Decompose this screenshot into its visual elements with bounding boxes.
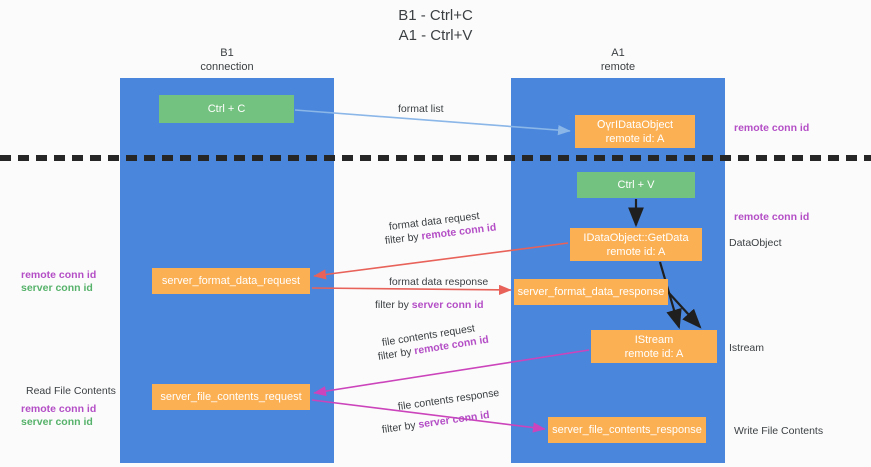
node-server-file-contents-response[interactable]: server_file_contents_response [548, 417, 706, 443]
filter-key: server conn id [411, 299, 484, 311]
node-istream-line1: IStream [634, 333, 674, 346]
node-getdata-line2: remote id: A [606, 245, 666, 258]
column-header-b1-name: B1 [220, 47, 234, 59]
filter-key: server conn id [417, 408, 491, 431]
node-idataobject-line1: ՕүгІDataObject [596, 118, 674, 131]
filter-prefix: filter by [381, 418, 420, 436]
annotation-read-file-contents: Read File Contents [26, 385, 116, 397]
node-ctrl-c-label: Ctrl + C [207, 103, 246, 115]
node-istream[interactable]: IStream remote id: A [591, 330, 717, 363]
annotation-left-remote-conn-id-2: remote conn id [21, 403, 97, 415]
column-header-b1-role: connection [200, 61, 254, 73]
annotation-remote-conn-id-top: remote conn id [734, 122, 810, 134]
node-idataobject-line2: remote id: A [605, 132, 665, 145]
title-line-2: A1 - Ctrl+V [398, 27, 473, 44]
node-server-file-contents-request-label: server_file_contents_request [160, 391, 302, 403]
node-server-format-data-response[interactable]: server_format_data_response [514, 279, 668, 305]
node-istream-line2: remote id: A [624, 347, 684, 360]
filter-prefix: filter by [384, 230, 423, 247]
annotation-istream: Istream [729, 342, 765, 354]
node-server-format-data-response-label: server_format_data_response [517, 286, 665, 298]
annotation-left-remote-conn-id-1: remote conn id [21, 269, 97, 281]
node-getdata-line1: IDataObject::GetData [583, 231, 689, 244]
diagram-title: B1 - Ctrl+C A1 - Ctrl+V [0, 6, 871, 46]
annotation-left-server-conn-id-2: server conn id [21, 416, 93, 428]
title-line-1: B1 - Ctrl+C [398, 7, 473, 24]
node-server-file-contents-request[interactable]: server_file_contents_request [152, 384, 310, 410]
edge-label-format-data-response: format data response [389, 276, 489, 288]
node-ctrl-v-label: Ctrl + V [617, 179, 655, 191]
filter-prefix: filter by [375, 299, 412, 311]
annotation-remote-conn-id-mid: remote conn id [734, 211, 810, 223]
node-idataobject[interactable]: ՕүгІDataObject remote id: A [575, 115, 695, 148]
edge-label-file-contents-response-filter: filter by server conn id [381, 408, 490, 437]
node-server-file-contents-response-label: server_file_contents_response [552, 424, 702, 436]
annotation-write-file-contents: Write File Contents [734, 425, 824, 437]
node-idataobject-getdata[interactable]: IDataObject::GetData remote id: A [570, 228, 702, 261]
column-header-a1-role: remote [600, 61, 636, 73]
edge-label-format-list: format list [398, 103, 444, 115]
annotation-left-server-conn-id-1: server conn id [21, 282, 93, 294]
annotation-dataobject: DataObject [729, 237, 782, 249]
node-server-format-data-request-label: server_format_data_request [161, 275, 301, 287]
node-server-format-data-request[interactable]: server_format_data_request [152, 268, 310, 294]
column-header-b1: B1 connection [120, 46, 334, 74]
column-header-a1: A1 remote [511, 46, 725, 74]
node-ctrl-v[interactable]: Ctrl + V [577, 172, 695, 198]
phase-divider [0, 155, 871, 161]
column-header-a1-name: A1 [611, 47, 625, 59]
node-ctrl-c[interactable]: Ctrl + C [159, 95, 294, 123]
edge-label-format-data-response-filter: filter by server conn id [375, 298, 484, 312]
